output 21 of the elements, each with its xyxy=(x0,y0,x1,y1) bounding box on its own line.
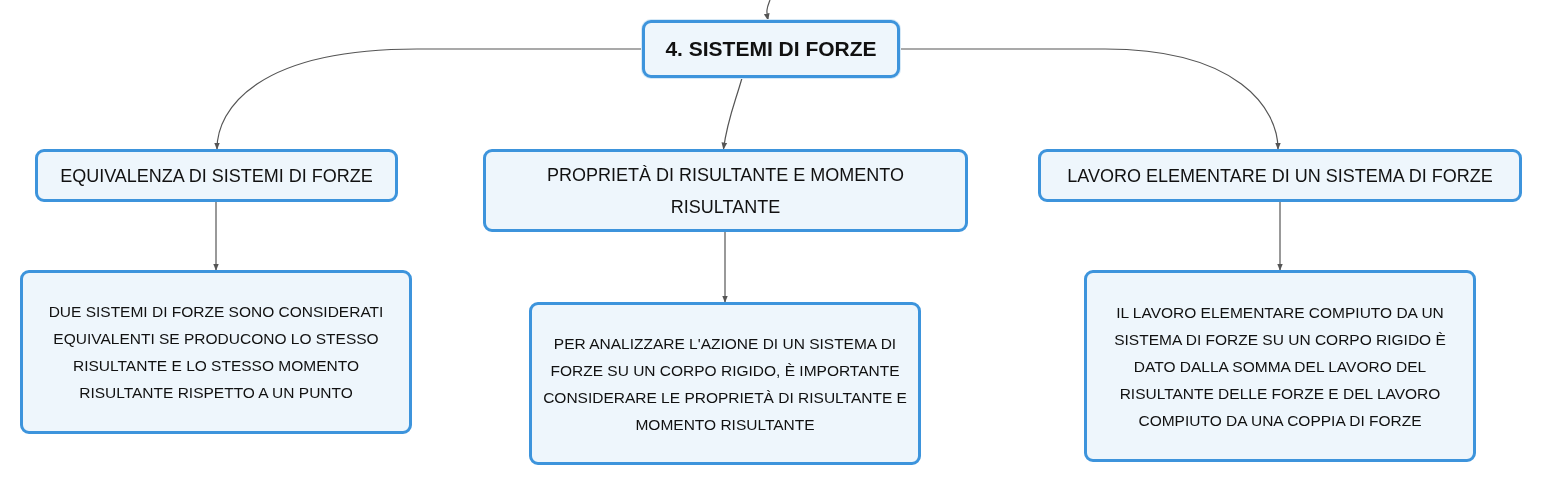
node-text: PER ANALIZZARE L'AZIONE DI UN SISTEMA DI FORZE SU UN CORPO RIGIDO, È IMPORTANTE CONSIDERARE LE PROPRIETÀ DI RISULTANTE E MOMENTO RISULTANTE xyxy=(542,333,908,435)
node-text: EQUIVALENZA DI SISTEMI DI FORZE xyxy=(59,164,374,188)
connector-arrow xyxy=(722,231,728,303)
connector-arrow xyxy=(213,201,219,271)
topic-box xyxy=(1038,149,1522,202)
connector-arrow xyxy=(763,0,771,21)
node-text: IL LAVORO ELEMENTARE COMPIUTO DA UN SISTEMA DI FORZE SU UN CORPO RIGIDO È DATO DALLA SOMMA DEL LAVORO DEL RISULTANTE DELLE FORZE E DEL LAVORO COMPIUTO DA UNA COPPIA DI FORZE xyxy=(1113,302,1447,431)
node-text: 4. SISTEMI DI FORZE xyxy=(665,37,877,61)
topic-box xyxy=(35,149,398,202)
topic-box xyxy=(483,149,968,232)
connector-arrow xyxy=(721,77,743,150)
detail-box xyxy=(20,270,412,434)
detail-box xyxy=(529,302,921,465)
connector-arrow xyxy=(214,48,643,150)
connector-arrow xyxy=(1277,201,1283,271)
node-text: LAVORO ELEMENTARE DI UN SISTEMA DI FORZE xyxy=(1066,164,1494,188)
central-topic-box xyxy=(642,20,900,78)
node-text: DUE SISTEMI DI FORZE SONO CONSIDERATI EQUIVALENTI SE PRODUCONO LO STESSO RISULTANTE E LO STESSO MOMENTO RISULTANTE RISPETTO A UN PUNTO xyxy=(47,302,385,403)
detail-box xyxy=(1084,270,1476,462)
connector-arrow xyxy=(899,48,1281,150)
node-text: PROPRIETÀ DI RISULTANTE E MOMENTO RISULTANTE xyxy=(545,163,905,219)
